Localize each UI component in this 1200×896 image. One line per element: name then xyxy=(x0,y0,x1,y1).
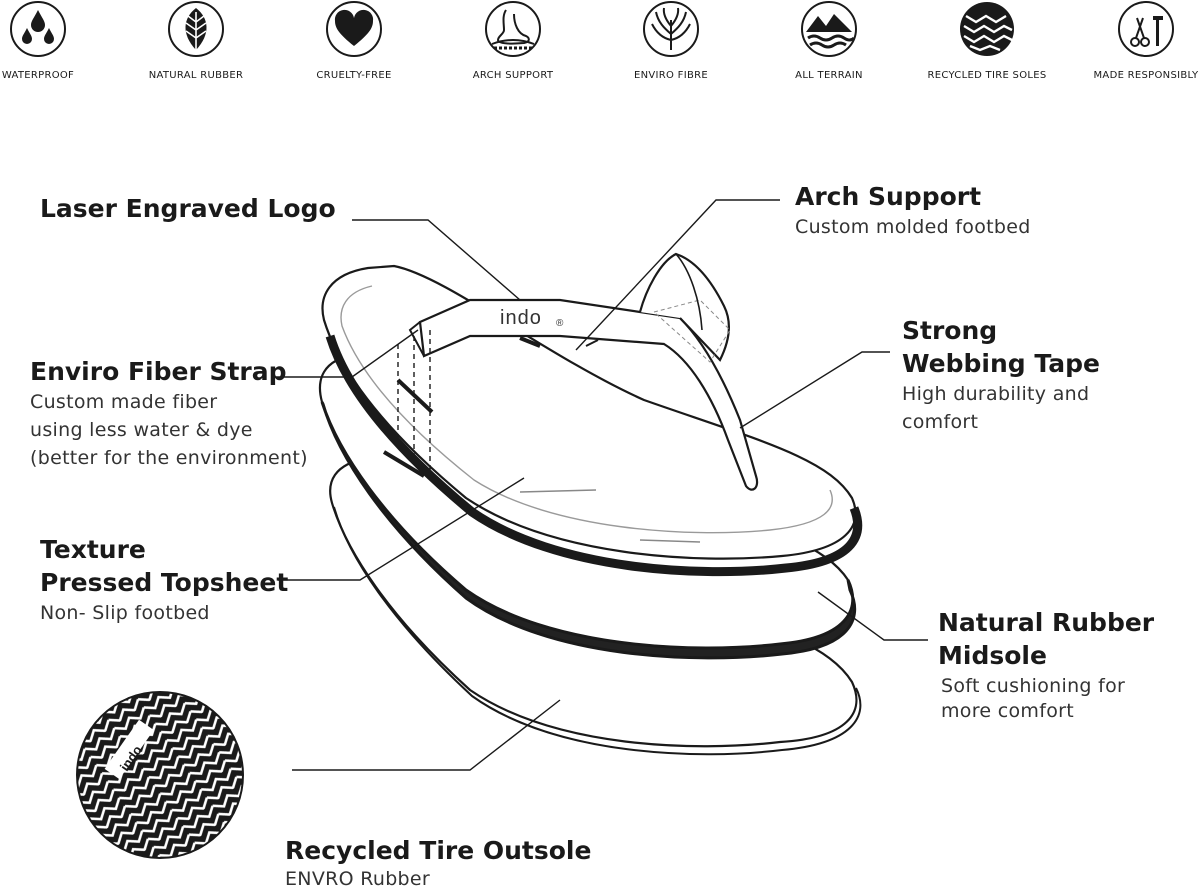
leader-webbing xyxy=(739,351,890,429)
feature-waterproof: WATERPROOF xyxy=(0,0,108,90)
callout-subtitle-line2: comfort xyxy=(902,411,979,433)
leader-strap xyxy=(275,329,419,378)
callout-subtitle-line2: using less water & dye xyxy=(30,419,253,441)
feature-label: MADE RESPONSIBLY xyxy=(1093,70,1199,81)
callout-subtitle: Custom molded footbed xyxy=(795,216,1031,238)
callout-subtitle-line1: High durability and xyxy=(902,383,1090,405)
feature-label: ENVIRO FIBRE xyxy=(633,70,708,81)
leader-topsheet xyxy=(278,477,525,581)
callout-strong-webbing-tape: Strong Webbing Tape High durability and … xyxy=(902,314,1100,436)
feature-enviro-fibre: ENVIRO FIBRE xyxy=(601,0,741,90)
topsheet-layer: indo ® xyxy=(321,252,863,577)
feature-made-responsibly: MADE RESPONSIBLY xyxy=(1076,0,1200,90)
leader-midsole xyxy=(817,591,928,641)
callout-subtitle-line1: Custom made fiber xyxy=(30,391,218,413)
callout-natural-rubber-midsole: Natural Rubber Midsole Soft cushioning f… xyxy=(938,606,1154,722)
callout-laser-engraved-logo: Laser Engraved Logo xyxy=(40,192,336,225)
callout-title: Recycled Tire Outsole xyxy=(285,836,592,865)
feature-recycled-tire-soles: RECYCLED TIRE SOLES xyxy=(917,0,1057,90)
callout-title-line2: Webbing Tape xyxy=(902,349,1100,378)
leader-arch xyxy=(575,199,780,351)
callout-recycled-tire-outsole: Recycled Tire Outsole ENVRO Rubber xyxy=(285,834,591,891)
callout-enviro-fiber-strap: Enviro Fiber Strap Custom made fiber usi… xyxy=(30,355,308,472)
feature-label: CRUELTY-FREE xyxy=(316,70,392,81)
heart-icon xyxy=(326,1,382,57)
callout-title-line2: Midsole xyxy=(938,641,1047,670)
tools-icon xyxy=(1118,1,1174,57)
tire-tread-disc: indo xyxy=(76,691,244,859)
water-drops-icon xyxy=(10,1,66,57)
tire-tread-icon xyxy=(960,2,1014,56)
callout-title-line1: Natural Rubber xyxy=(938,608,1155,637)
callout-subtitle-line3: (better for the environment) xyxy=(30,447,308,469)
callout-title-line2: Pressed Topsheet xyxy=(40,568,289,597)
callout-texture-pressed-topsheet: Texture Pressed Topsheet Non- Slip footb… xyxy=(40,533,288,627)
leader-logo xyxy=(352,219,521,301)
feature-label: ARCH SUPPORT xyxy=(472,70,554,81)
leaf-icon xyxy=(168,1,224,57)
plant-fiber-icon xyxy=(643,1,699,57)
mountain-waves-icon xyxy=(801,1,857,57)
feature-all-terrain: ALL TERRAIN xyxy=(759,0,899,90)
feature-natural-rubber: NATURAL RUBBER xyxy=(126,0,266,90)
callout-title: Laser Engraved Logo xyxy=(40,194,336,223)
callout-arch-support: Arch Support Custom molded footbed xyxy=(795,180,1031,241)
foot-arch-icon xyxy=(485,1,541,57)
callout-title-line1: Texture xyxy=(40,535,146,564)
callout-subtitle-line1: Soft cushioning for xyxy=(941,675,1126,697)
feature-arch-support: ARCH SUPPORT xyxy=(443,0,583,90)
leader-outsole xyxy=(292,699,561,771)
callout-title-line1: Strong xyxy=(902,316,998,345)
feature-label: WATERPROOF xyxy=(1,70,75,81)
strap-logo-text: indo xyxy=(500,307,542,329)
callout-subtitle: Non- Slip footbed xyxy=(40,602,210,624)
feature-label: NATURAL RUBBER xyxy=(148,70,244,81)
leader-lines xyxy=(275,199,928,771)
callout-title: Enviro Fiber Strap xyxy=(30,357,287,386)
callout-subtitle: ENVRO Rubber xyxy=(285,868,431,890)
feature-label: RECYCLED TIRE SOLES xyxy=(927,70,1047,81)
feature-icon-row: WATERPROOF NATURAL RUBBER CRUELTY-FREE A… xyxy=(0,0,1200,90)
strap-logo-mark: ® xyxy=(556,318,564,329)
callout-subtitle-line2: more comfort xyxy=(941,700,1075,722)
feature-cruelty-free: CRUELTY-FREE xyxy=(284,0,424,90)
feature-label: ALL TERRAIN xyxy=(795,70,863,81)
callout-title: Arch Support xyxy=(795,182,982,211)
